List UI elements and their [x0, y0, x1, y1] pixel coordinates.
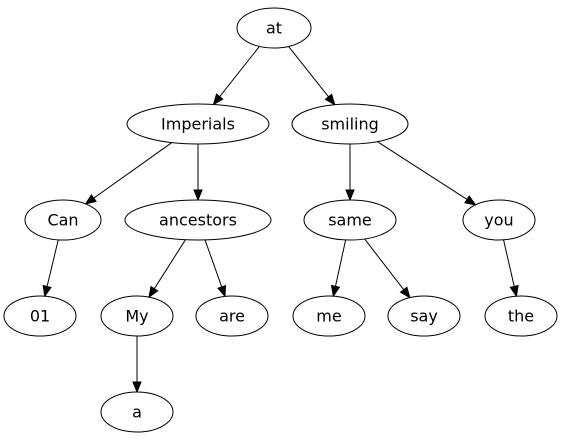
edge-at-to-imperials: [212, 46, 260, 106]
node-ellipse: [100, 391, 174, 433]
node-ellipse: [195, 295, 269, 337]
node-smiling: smiling: [291, 103, 409, 145]
node-label: me: [316, 307, 341, 326]
node-ancestors: ancestors: [124, 199, 272, 241]
edge-line: [364, 238, 405, 291]
node-label: same: [328, 211, 372, 230]
node-at: at: [236, 7, 312, 49]
node-label: smiling: [321, 115, 379, 134]
edge-same-to-say: [364, 238, 411, 299]
node-n01: 01: [3, 295, 77, 337]
node-ellipse: [387, 295, 461, 337]
edge-smiling-to-same: [345, 144, 355, 202]
arrowhead-icon: [464, 195, 477, 206]
edge-same-to-me: [330, 239, 347, 298]
node-a: a: [100, 391, 174, 433]
arrowhead-icon: [509, 284, 519, 298]
edge-ancestors-to-my: [148, 239, 186, 299]
arrowhead-icon: [148, 285, 159, 299]
edge-line: [46, 239, 59, 287]
edge-can-to-n01: [42, 239, 59, 298]
edge-line: [288, 46, 329, 98]
arrowhead-icon: [212, 93, 224, 106]
node-ellipse: [484, 295, 558, 337]
arrowhead-icon: [330, 284, 341, 298]
tree-edges: [42, 46, 519, 394]
node-are: are: [195, 295, 269, 337]
node-ellipse: [124, 199, 272, 241]
node-my: My: [100, 295, 174, 337]
arrowhead-icon: [345, 189, 355, 202]
node-label: ancestors: [159, 211, 237, 230]
edge-line: [503, 239, 515, 287]
node-ellipse: [3, 295, 77, 337]
node-same: same: [303, 199, 397, 241]
node-ellipse: [236, 7, 312, 49]
node-label: the: [508, 307, 534, 326]
node-label: you: [484, 211, 513, 230]
edge-line: [334, 239, 347, 287]
node-can: Can: [24, 199, 102, 241]
arrowhead-icon: [42, 284, 52, 298]
node-ellipse: [126, 103, 270, 145]
node-label: 01: [30, 307, 50, 326]
edge-ancestors-to-are: [204, 239, 227, 298]
edge-imperials-to-ancestors: [193, 144, 203, 202]
arrowhead-icon: [193, 189, 203, 202]
node-say: say: [387, 295, 461, 337]
node-ellipse: [291, 103, 409, 145]
edge-line: [204, 239, 223, 288]
node-label: are: [219, 307, 245, 326]
node-ellipse: [292, 295, 366, 337]
node-ellipse: [303, 199, 397, 241]
edge-my-to-a: [132, 336, 142, 394]
node-ellipse: [462, 199, 536, 241]
edge-imperials-to-can: [84, 142, 173, 205]
arrowhead-icon: [132, 381, 142, 394]
node-the: the: [484, 295, 558, 337]
node-label: say: [410, 307, 438, 326]
node-ellipse: [24, 199, 102, 241]
arrowhead-icon: [84, 193, 97, 205]
node-ellipse: [100, 295, 174, 337]
node-me: me: [292, 295, 366, 337]
edge-at-to-smiling: [288, 46, 336, 106]
node-label: Can: [47, 211, 78, 230]
node-label: Imperials: [161, 115, 235, 134]
edge-line: [219, 46, 260, 97]
node-imperials: Imperials: [126, 103, 270, 145]
arrowhead-icon: [399, 286, 411, 299]
edge-line: [93, 142, 173, 199]
arrowhead-icon: [324, 93, 336, 106]
edge-line: [153, 239, 186, 289]
node-label: My: [125, 307, 148, 326]
edge-you-to-the: [503, 239, 519, 298]
node-label: at: [266, 19, 282, 38]
edge-line: [377, 141, 468, 200]
arrowhead-icon: [217, 284, 227, 298]
node-label: a: [132, 403, 142, 422]
node-you: you: [462, 199, 536, 241]
edge-smiling-to-you: [377, 141, 477, 206]
